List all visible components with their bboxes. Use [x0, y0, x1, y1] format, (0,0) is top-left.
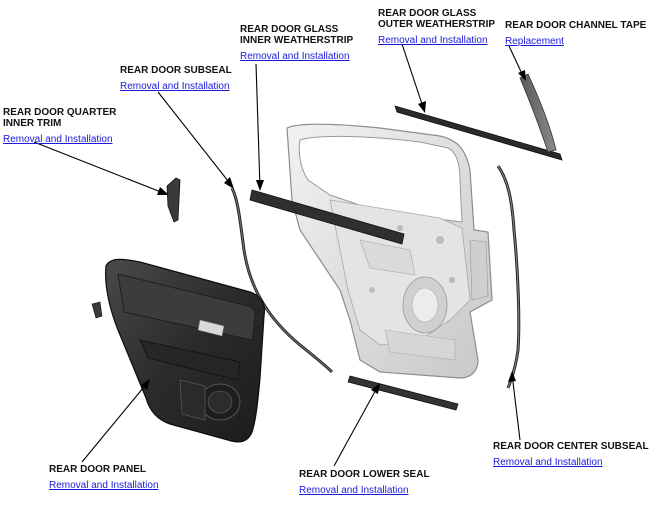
channel-tape-part [519, 73, 557, 153]
removal-installation-link[interactable]: Removal and Installation [299, 485, 409, 496]
quarter-inner-trim-part [166, 177, 181, 223]
removal-installation-link[interactable]: Removal and Installation [49, 480, 159, 491]
door-panel-part [105, 258, 266, 443]
callout-title: REAR DOOR SUBSEAL [120, 65, 232, 76]
callout-glass-outer-weatherstrip: REAR DOOR GLASS OUTER WEATHERSTRIP Remov… [378, 8, 495, 48]
leader-lines [33, 43, 525, 467]
center-subseal-part [496, 165, 521, 389]
door-frame [286, 123, 493, 379]
callout-title: REAR DOOR GLASS INNER WEATHERSTRIP [240, 24, 354, 46]
callout-quarter-inner-trim: REAR DOOR QUARTER INNER TRIM Removal and… [3, 107, 116, 147]
lower-seal-part [347, 375, 459, 411]
removal-installation-link[interactable]: Removal and Installation [120, 81, 230, 92]
removal-installation-link[interactable]: Removal and Installation [240, 51, 350, 62]
callout-title: REAR DOOR GLASS OUTER WEATHERSTRIP [378, 8, 496, 30]
callout-center-subseal: REAR DOOR CENTER SUBSEAL Removal and Ins… [493, 441, 649, 470]
removal-installation-link[interactable]: Removal and Installation [3, 134, 113, 145]
callout-subseal: REAR DOOR SUBSEAL Removal and Installati… [120, 65, 232, 94]
trim-clip-part [91, 301, 103, 319]
callout-title: REAR DOOR CHANNEL TAPE [505, 20, 647, 31]
replacement-link[interactable]: Replacement [505, 36, 564, 47]
callout-title: REAR DOOR QUARTER INNER TRIM [3, 107, 117, 129]
leader-arrowheads [141, 70, 526, 394]
callout-lower-seal: REAR DOOR LOWER SEAL Removal and Install… [299, 469, 430, 498]
callout-title: REAR DOOR PANEL [49, 464, 147, 475]
removal-installation-link[interactable]: Removal and Installation [378, 35, 488, 46]
callout-channel-tape: REAR DOOR CHANNEL TAPE Replacement [505, 20, 646, 49]
glass-inner-weatherstrip-part [249, 189, 405, 245]
glass-outer-weatherstrip-part [394, 105, 563, 161]
callout-title: REAR DOOR CENTER SUBSEAL [493, 441, 649, 452]
callout-door-panel: REAR DOOR PANEL Removal and Installation [49, 464, 159, 493]
callout-glass-inner-weatherstrip: REAR DOOR GLASS INNER WEATHERSTRIP Remov… [240, 24, 353, 64]
removal-installation-link[interactable]: Removal and Installation [493, 457, 603, 468]
callout-title: REAR DOOR LOWER SEAL [299, 469, 430, 480]
